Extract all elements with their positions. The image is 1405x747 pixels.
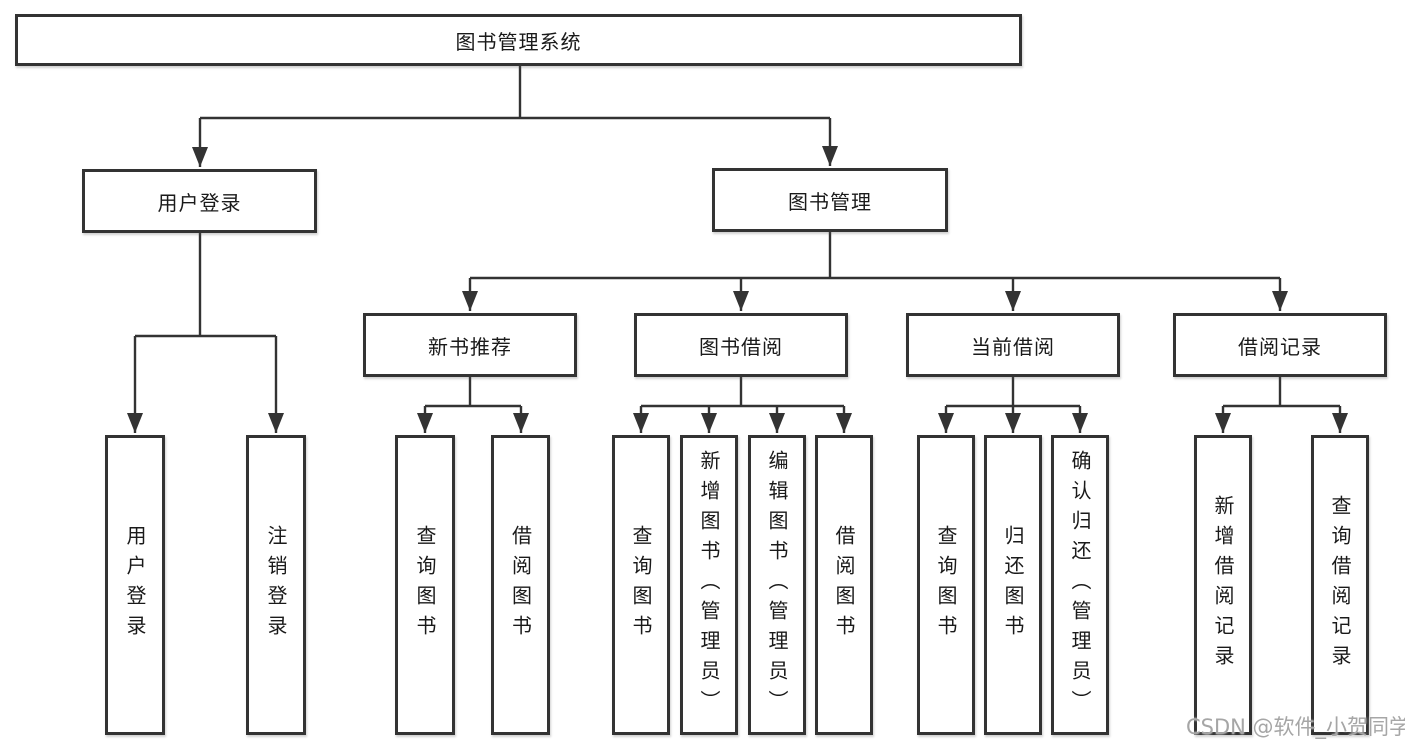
node-current-borrowing: 当前借阅 bbox=[906, 313, 1120, 377]
node-library-system: 图书管理系统 bbox=[15, 14, 1022, 66]
node-label: 查询图书 bbox=[934, 525, 958, 645]
node-label: 借阅记录 bbox=[1238, 334, 1322, 359]
node-label: 查询借阅记录 bbox=[1328, 495, 1352, 675]
node-label: 归还图书 bbox=[1001, 525, 1025, 645]
leaf-borrow-books: 借阅图书 bbox=[815, 435, 873, 735]
node-label: 当前借阅 bbox=[971, 334, 1055, 359]
leaf-edit-books-admin: 编辑图书（管理员） bbox=[748, 435, 806, 735]
node-book-management: 图书管理 bbox=[712, 168, 948, 232]
node-label: 借阅图书 bbox=[832, 525, 856, 645]
csdn-watermark: CSDN @软件_小贺同学 bbox=[1186, 715, 1405, 739]
leaf-query-borrow-record: 查询借阅记录 bbox=[1311, 435, 1369, 735]
leaf-query-books-current: 查询图书 bbox=[917, 435, 975, 735]
node-label: 用户登录 bbox=[157, 190, 242, 215]
node-borrowing-records: 借阅记录 bbox=[1173, 313, 1387, 377]
node-label: 图书管理 bbox=[788, 189, 872, 214]
leaf-add-books-admin: 新增图书（管理员） bbox=[680, 435, 738, 735]
node-label: 新书推荐 bbox=[428, 334, 512, 359]
node-label: 图书借阅 bbox=[699, 334, 783, 359]
node-new-book-recommendation: 新书推荐 bbox=[363, 313, 577, 377]
node-label: 注销登录 bbox=[264, 525, 288, 645]
leaf-query-books-recommend: 查询图书 bbox=[395, 435, 455, 735]
leaf-logout: 注销登录 bbox=[246, 435, 306, 735]
node-label: 新增图书（管理员） bbox=[697, 450, 721, 720]
leaf-query-books-borrowing: 查询图书 bbox=[612, 435, 670, 735]
leaf-confirm-return-admin: 确认归还（管理员） bbox=[1051, 435, 1109, 735]
node-label: 图书管理系统 bbox=[455, 29, 582, 54]
node-label: 新增借阅记录 bbox=[1211, 495, 1235, 675]
node-label: 用户登录 bbox=[123, 525, 147, 645]
node-label: 查询图书 bbox=[413, 525, 437, 645]
node-user-login: 用户登录 bbox=[82, 169, 317, 233]
node-label: 确认归还（管理员） bbox=[1068, 450, 1092, 720]
node-label: 编辑图书（管理员） bbox=[765, 450, 789, 720]
node-label: 借阅图书 bbox=[508, 525, 533, 645]
node-label: 查询图书 bbox=[629, 525, 653, 645]
leaf-add-borrow-record: 新增借阅记录 bbox=[1194, 435, 1252, 735]
node-book-borrowing: 图书借阅 bbox=[634, 313, 848, 377]
leaf-borrow-books-recommend: 借阅图书 bbox=[491, 435, 550, 735]
leaf-return-books: 归还图书 bbox=[984, 435, 1042, 735]
leaf-user-login: 用户登录 bbox=[105, 435, 165, 735]
